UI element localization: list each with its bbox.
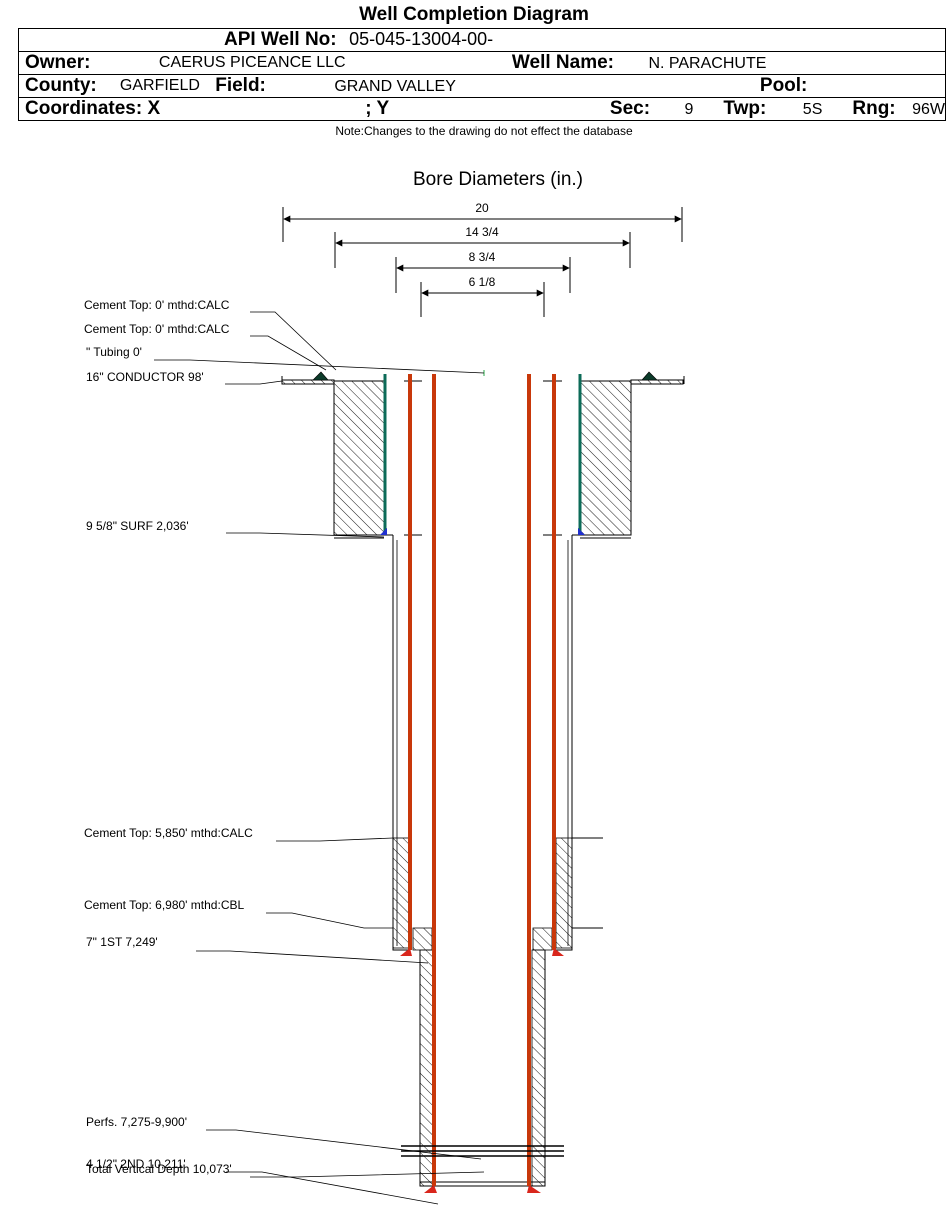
twp-value: 5S (802, 101, 823, 118)
surface-wellhead (281, 371, 685, 385)
label-cement-top-1: Cement Top: 0' mthd:CALC (84, 298, 337, 371)
bore-20-label: 20 (475, 201, 489, 215)
database-note: Note:Changes to the drawing do not effec… (335, 124, 633, 138)
bore-hole-production (419, 949, 546, 1187)
well-header-table: API Well No: 05-045-13004-00- Owner: CAE… (18, 28, 946, 121)
svg-text:Cement Top: 6,980' mthd:CBL: Cement Top: 6,980' mthd:CBL (84, 898, 244, 912)
rng-value: 96W (912, 101, 945, 118)
bore-hole-intermediate (384, 534, 580, 951)
bore-diameters-title: Bore Diameters (in.) (413, 169, 583, 190)
casing-surface-green (380, 374, 585, 535)
owner-value: CAERUS PICEANCE LLC (158, 54, 346, 71)
api-label: API Well No: (224, 29, 337, 50)
svg-text:4 1/2" 2ND 10,211': 4 1/2" 2ND 10,211' (86, 1157, 186, 1171)
coordinates-y-label: ; Y (365, 98, 390, 119)
county-value: GARFIELD (119, 77, 200, 94)
well-name-value: N. PARACHUTE (648, 55, 767, 72)
label-perfs: Perfs. 7,275-9,900' (86, 1115, 482, 1160)
label-cement-top-3: Cement Top: 5,850' mthd:CALC (84, 826, 394, 842)
label-tubing: " Tubing 0' (86, 345, 485, 374)
svg-text:Cement Top: 0' mthd:CALC: Cement Top: 0' mthd:CALC (84, 298, 230, 312)
svg-text:Perfs. 7,275-9,900': Perfs. 7,275-9,900' (86, 1115, 187, 1129)
svg-text:7" 1ST 7,249': 7" 1ST 7,249' (86, 935, 158, 949)
bore-8-label: 8 3/4 (469, 250, 496, 264)
field-value: GRAND VALLEY (334, 78, 456, 95)
label-cement-top-2: Cement Top: 0' mthd:CALC (84, 322, 327, 371)
casing-first-string (400, 374, 564, 956)
api-value: 05-045-13004-00- (349, 29, 494, 49)
bore-dim-6: 6 1/8 (420, 275, 545, 317)
owner-label: Owner: (25, 52, 91, 73)
sec-label: Sec: (609, 98, 651, 119)
pool-label: Pool: (759, 75, 808, 96)
svg-text:" Tubing 0': " Tubing 0' (86, 345, 142, 359)
bore-dim-8: 8 3/4 (395, 250, 571, 293)
label-second-string: 4 1/2" 2ND 10,211' (86, 1157, 439, 1205)
bore-dim-20: 20 (282, 201, 683, 242)
svg-text:9 5/8" SURF 2,036': 9 5/8" SURF 2,036' (86, 519, 189, 533)
bore-dim-14: 14 3/4 (334, 225, 631, 268)
label-surf: 9 5/8" SURF 2,036' (86, 519, 385, 538)
rng-label: Rng: (852, 98, 896, 119)
perforations (401, 1145, 564, 1157)
svg-text:16" CONDUCTOR 98': 16" CONDUCTOR 98' (86, 370, 204, 384)
bore-14-label: 14 3/4 (465, 225, 499, 239)
field-label: Field: (215, 75, 266, 96)
well-name-label: Well Name: (511, 52, 614, 73)
casing-second-string (424, 374, 541, 1193)
twp-label: Twp: (723, 98, 767, 119)
page-title: Well Completion Diagram (359, 4, 589, 25)
svg-text:Total Vertical Depth 10,073': Total Vertical Depth 10,073' (86, 1162, 232, 1176)
label-first-string: 7" 1ST 7,249' (86, 935, 429, 964)
county-label: County: (25, 75, 97, 96)
intermediate-cement (392, 837, 603, 951)
sec-value: 9 (684, 101, 694, 118)
label-tvd: Total Vertical Depth 10,073' (86, 1162, 485, 1178)
surface-cement (333, 380, 632, 539)
svg-text:Cement Top: 5,850' mthd:CALC: Cement Top: 5,850' mthd:CALC (84, 826, 253, 840)
svg-text:Cement Top: 0' mthd:CALC: Cement Top: 0' mthd:CALC (84, 322, 230, 336)
label-conductor: 16" CONDUCTOR 98' (86, 370, 283, 385)
label-cement-top-4: Cement Top: 6,980' mthd:CBL (84, 898, 393, 929)
bore-6-label: 6 1/8 (469, 275, 496, 289)
coordinates-label: Coordinates: X (25, 98, 161, 119)
